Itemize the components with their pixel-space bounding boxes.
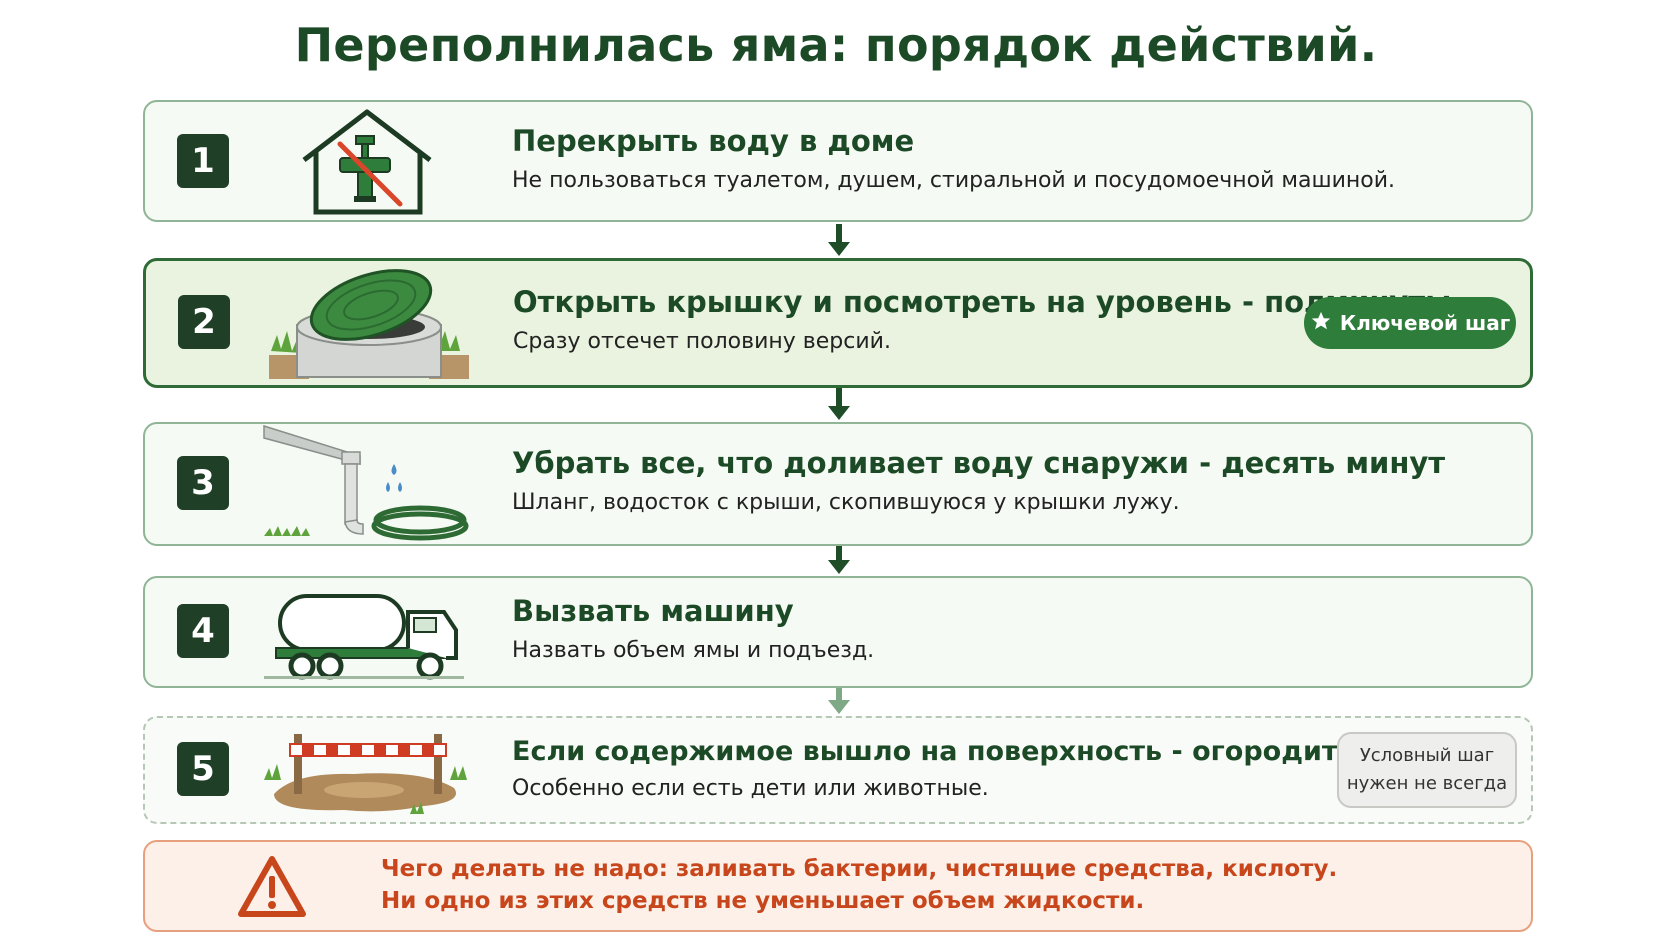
step-1: 1 Перекрыть воду в доме Не пользоваться … bbox=[143, 100, 1533, 222]
step-description: Сразу отсечет половину версий. bbox=[513, 329, 891, 354]
step-3: 3 Убрать все, что доливает воду снаружи … bbox=[143, 422, 1533, 546]
step-description: Особенно если есть дети или животные. bbox=[512, 776, 989, 801]
step-5: 5 Если содержимое вышло на поверхность -… bbox=[143, 716, 1533, 824]
down-arrow-icon bbox=[828, 688, 850, 720]
key-step-badge: Ключевой шаг bbox=[1304, 297, 1516, 349]
house-water-off-icon bbox=[260, 108, 475, 216]
step-number: 5 bbox=[177, 742, 229, 796]
step-number: 3 bbox=[177, 456, 229, 510]
page-title: Переполнилась яма: порядок действий. bbox=[294, 18, 1378, 72]
warning-line-1: Чего делать не надо: заливать бактерии, … bbox=[381, 856, 1338, 882]
step-title: Перекрыть воду в доме bbox=[512, 124, 915, 158]
down-arrow-icon bbox=[828, 388, 850, 426]
step-description: Назвать объем ямы и подъезд. bbox=[512, 638, 875, 663]
step-title: Открыть крышку и посмотреть на уровень -… bbox=[513, 285, 1452, 319]
warning-line-2: Ни одно из этих средств не уменьшает объ… bbox=[381, 888, 1145, 914]
badge-label-line2: нужен не всегда bbox=[1346, 773, 1508, 794]
step-2: 2 Открыть крышку и посмотреть на уровень… bbox=[143, 258, 1533, 388]
conditional-step-badge: Условный шаг нужен не всегда bbox=[1337, 732, 1517, 808]
down-arrow-icon bbox=[828, 546, 850, 580]
badge-label-line1: Условный шаг bbox=[1359, 745, 1495, 766]
step-number: 1 bbox=[177, 134, 229, 188]
step-title: Убрать все, что доливает воду снаружи - … bbox=[512, 446, 1446, 480]
warning-triangle-icon bbox=[237, 854, 307, 924]
step-description: Шланг, водосток с крыши, скопившуюся у к… bbox=[512, 490, 1180, 515]
step-number: 4 bbox=[177, 604, 229, 658]
badge-label: Ключевой шаг bbox=[1339, 311, 1511, 335]
barrier-puddle-icon bbox=[260, 724, 475, 820]
manhole-cover-icon bbox=[261, 267, 476, 383]
downspout-hose-icon bbox=[260, 424, 475, 542]
step-title: Вызвать машину bbox=[512, 594, 794, 628]
step-4: 4 Вызвать машину Назвать объем ямы и под… bbox=[143, 576, 1533, 688]
septic-truck-icon bbox=[260, 590, 475, 682]
star-icon bbox=[1310, 310, 1332, 337]
step-number: 2 bbox=[178, 295, 230, 349]
down-arrow-icon bbox=[828, 224, 850, 262]
warning-box: Чего делать не надо: заливать бактерии, … bbox=[143, 840, 1533, 932]
step-description: Не пользоваться туалетом, душем, стираль… bbox=[512, 168, 1396, 193]
